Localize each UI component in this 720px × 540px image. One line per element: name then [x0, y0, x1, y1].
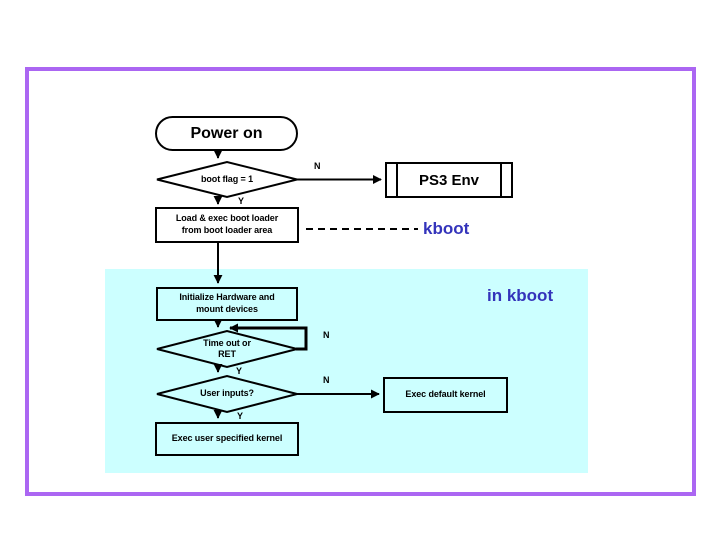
- in-kboot-annotation: in kboot: [487, 286, 554, 305]
- timeout-no-label: N: [323, 330, 330, 340]
- init-hardware-line1: Initialize Hardware and: [179, 292, 275, 303]
- load-boot-loader-node: Load & exec boot loader from boot loader…: [155, 207, 299, 243]
- load-boot-loader-line2: from boot loader area: [181, 225, 273, 235]
- in-kboot-region: [105, 269, 588, 473]
- user-inputs-yes-label: Y: [237, 411, 244, 421]
- boot-flag-no-label: N: [314, 161, 321, 171]
- power-on-node: Power on: [155, 116, 298, 151]
- ps3-env-label: PS3 Env: [418, 171, 480, 189]
- user-inputs-no-label: N: [323, 375, 330, 385]
- load-boot-loader-line1: Load & exec boot loader: [175, 213, 279, 224]
- power-on-label: Power on: [190, 124, 263, 142]
- init-hardware-node: Initialize Hardware and mount devices: [156, 287, 298, 321]
- boot-flag-label: boot flag = 1: [201, 173, 253, 184]
- user-inputs-label: User inputs?: [200, 388, 254, 399]
- predefined-left-bar: [396, 164, 398, 196]
- kboot-annotation: kboot: [423, 219, 470, 238]
- init-hardware-line2: mount devices: [196, 304, 258, 314]
- boot-flag-yes-label: Y: [238, 196, 245, 206]
- timeout-line2: RET: [218, 349, 236, 359]
- predefined-right-bar: [500, 164, 502, 196]
- timeout-line1: Time out or: [203, 337, 251, 348]
- timeout-yes-label: Y: [236, 366, 243, 376]
- outer-frame: [25, 67, 696, 496]
- exec-default-kernel-node: Exec default kernel: [383, 377, 508, 413]
- ps3-env-node: PS3 Env: [385, 162, 513, 198]
- timeout-label: Time out or RET: [157, 331, 297, 367]
- exec-user-kernel-node: Exec user specified kernel: [155, 422, 299, 456]
- edge-timeout-no-loop: [229, 323, 308, 351]
